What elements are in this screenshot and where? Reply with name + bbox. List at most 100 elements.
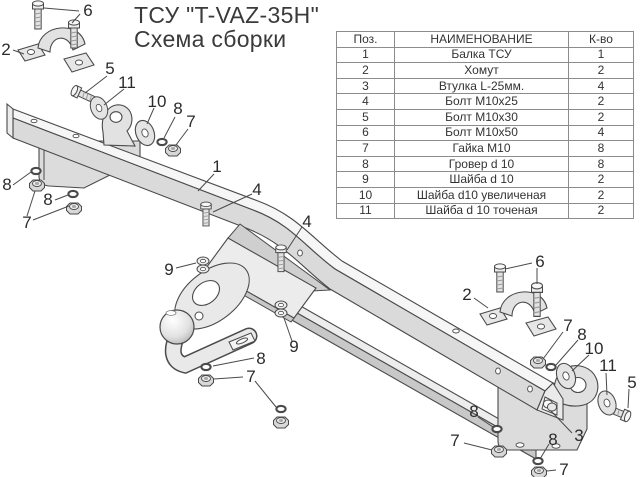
spring-washer-8 xyxy=(200,362,212,372)
nut-m10 xyxy=(29,179,45,192)
table-cell: Втулка L-25мм. xyxy=(394,77,569,95)
table-cell: 7 xyxy=(336,140,395,157)
callout-4: 4 xyxy=(302,212,311,231)
table-cell: Шайба d10 увеличеная xyxy=(394,186,569,204)
washer-9 xyxy=(196,264,210,274)
callout-6: 6 xyxy=(83,1,92,20)
tow-ball xyxy=(159,309,195,345)
title-line2: Схема сборки xyxy=(134,26,287,52)
callout-10: 10 xyxy=(148,92,167,111)
col-header-name: НАИМЕНОВАНИЕ xyxy=(394,31,569,48)
table-cell: 4 xyxy=(336,93,395,110)
table-cell: 1 xyxy=(336,46,395,64)
table-cell: Шайба d 10 точеная xyxy=(394,202,569,220)
leader-lines xyxy=(12,7,630,472)
table-cell: 5 xyxy=(336,108,395,126)
table-cell: 10 xyxy=(336,186,395,204)
tow-ball-assembly xyxy=(159,262,258,374)
slotted-tab xyxy=(228,332,256,351)
callout-8: 8 xyxy=(256,349,265,368)
table-cell: Балка ТСУ xyxy=(394,46,569,64)
table-cell: 2 xyxy=(568,108,634,126)
callout-11: 11 xyxy=(599,356,617,375)
spring-washer-8 xyxy=(532,456,544,466)
nut-m10 xyxy=(531,466,547,477)
left-ear-plate xyxy=(101,104,136,147)
table-cell: 1 xyxy=(568,46,634,64)
spring-washer-8 xyxy=(545,362,557,372)
table-cell: Гайка М10 xyxy=(394,140,569,157)
title-line1: ТСУ "T-VAZ-35H" xyxy=(134,2,320,28)
table-cell: 2 xyxy=(568,171,634,188)
nut-m10 xyxy=(66,202,82,215)
bushing-part-3 xyxy=(542,399,558,412)
washer-9 xyxy=(274,308,288,318)
callout-2: 2 xyxy=(462,285,471,304)
table-cell: 11 xyxy=(336,202,395,220)
callout-5: 5 xyxy=(105,59,114,78)
callout-8: 8 xyxy=(43,190,52,209)
beam-part-1 xyxy=(6,102,564,421)
callout-8: 8 xyxy=(548,430,557,449)
table-cell: Болт М10х30 xyxy=(394,108,569,126)
table-cell: 4 xyxy=(568,77,634,95)
col-header-qty: К-во xyxy=(568,31,634,48)
col-header-pos: Поз. xyxy=(336,31,395,48)
table-cell: Болт М10х50 xyxy=(394,124,569,142)
table-cell: 2 xyxy=(568,202,634,220)
clamp-right xyxy=(479,291,557,337)
spring-washer-8 xyxy=(275,404,287,414)
callout-7: 7 xyxy=(246,367,255,386)
callout-8: 8 xyxy=(577,325,586,344)
callout-8: 8 xyxy=(2,175,11,194)
nut-m10 xyxy=(273,416,289,429)
table-cell: 2 xyxy=(336,62,395,79)
ball-ear-plate xyxy=(174,262,250,330)
callout-3: 3 xyxy=(574,426,583,445)
table-cell: Хомут xyxy=(394,62,569,79)
callout-9: 9 xyxy=(289,337,298,356)
bolt-m10x50 xyxy=(494,263,506,293)
table-cell: 8 xyxy=(336,155,395,173)
callout-4: 4 xyxy=(252,180,261,199)
table-cell: Гровер d 10 xyxy=(394,155,569,173)
spring-washer-8 xyxy=(156,137,168,147)
callout-8: 8 xyxy=(469,402,478,421)
parts-table-header-row: Поз. НАИМЕНОВАНИЕ К-во xyxy=(336,31,634,48)
spring-washer-8 xyxy=(67,189,79,199)
callout-10: 10 xyxy=(585,339,604,358)
callout-2: 2 xyxy=(1,40,10,59)
table-cell: 3 xyxy=(336,77,395,95)
callout-11: 11 xyxy=(118,73,136,92)
callout-7: 7 xyxy=(450,431,459,450)
callout-1: 1 xyxy=(212,157,221,176)
nut-m10 xyxy=(165,144,181,157)
washer-9 xyxy=(196,256,210,266)
table-cell: Болт М10х25 xyxy=(394,93,569,110)
nut-m10 xyxy=(198,374,214,387)
table-cell: 9 xyxy=(336,171,395,188)
nut-m10 xyxy=(491,445,507,458)
clamp-left xyxy=(17,27,95,73)
table-cell: 6 xyxy=(336,124,395,142)
spring-washer-8 xyxy=(491,424,503,434)
table-cell: 8 xyxy=(568,155,634,173)
callout-7: 7 xyxy=(563,316,572,335)
callout-6: 6 xyxy=(535,252,544,271)
callout-7: 7 xyxy=(559,460,568,477)
callout-8: 8 xyxy=(173,99,182,118)
spring-washer-8 xyxy=(30,166,42,176)
callout-7: 7 xyxy=(22,213,31,232)
